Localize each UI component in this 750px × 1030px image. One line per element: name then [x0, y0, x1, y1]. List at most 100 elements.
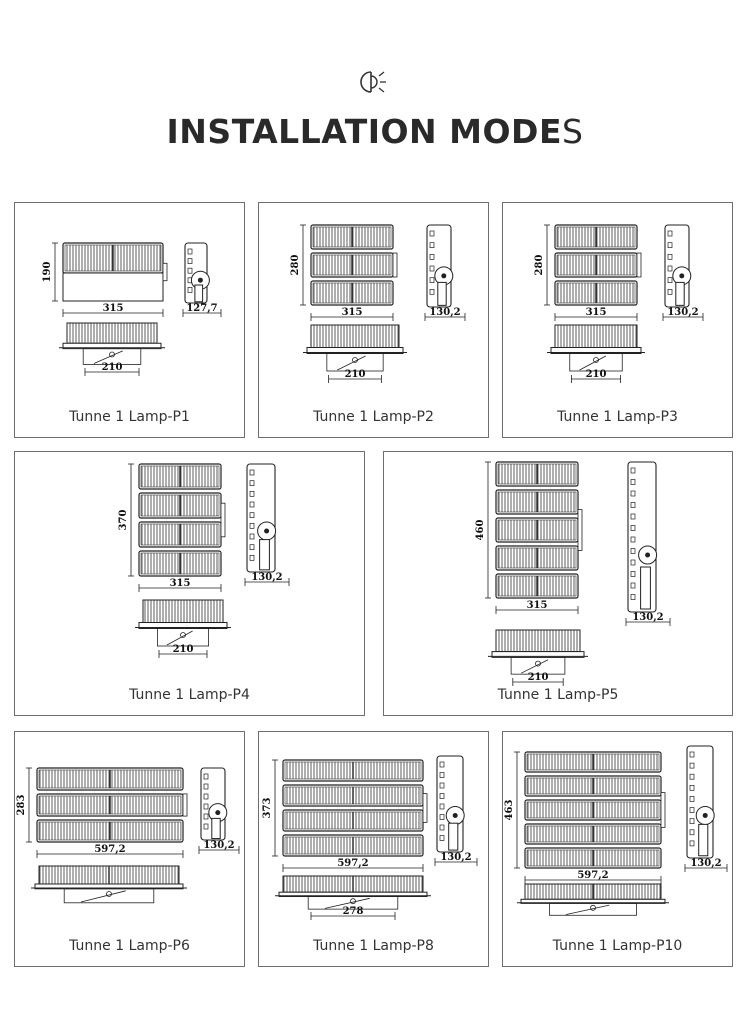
caption-p5: Tunne 1 Lamp-P5 — [497, 687, 619, 703]
bracket-slot — [249, 554, 255, 561]
dim-side: 127,7 — [186, 303, 217, 314]
bracket-slot — [689, 773, 695, 780]
bracket-slot — [630, 525, 636, 531]
bracket-slot — [439, 803, 445, 810]
bracket-slot — [667, 253, 673, 260]
bracket-slot — [667, 230, 673, 237]
bracket-bolt — [197, 277, 203, 283]
page-title: INSTALLATION MODES — [0, 112, 750, 151]
bottom-view-fins — [66, 322, 158, 344]
bracket-slot — [203, 803, 209, 810]
bottom-view-mount — [510, 656, 566, 675]
bracket-slot — [630, 594, 636, 600]
caption-p10: Tunne 1 Lamp-P10 — [552, 938, 683, 954]
bracket-slot — [630, 536, 636, 543]
bracket-bolt — [264, 528, 270, 534]
bracket-bolt — [215, 810, 221, 816]
bracket-foot — [640, 566, 651, 610]
bracket-slot — [439, 835, 445, 841]
front-side-bracket — [422, 793, 428, 823]
dim-side: 130,2 — [251, 572, 282, 583]
bottom-view-pivot — [590, 904, 596, 911]
caption-p8: Tunne 1 Lamp-P8 — [313, 938, 434, 954]
caption-p4: Tunne 1 Lamp-P4 — [129, 687, 250, 703]
bracket-foot — [437, 281, 447, 306]
dim-bottom: 210 — [586, 369, 607, 380]
bracket-slot — [429, 253, 435, 260]
dim-bottom: 210 — [173, 644, 194, 655]
bracket-foot — [211, 817, 221, 840]
bracket-slot — [429, 265, 435, 272]
bracket-slot — [689, 807, 695, 813]
bracket-slot — [249, 544, 255, 551]
bottom-view-arm — [565, 904, 610, 915]
bracket-slot — [630, 502, 636, 508]
bracket-slot — [689, 784, 695, 791]
bracket-slot — [429, 230, 435, 237]
bracket-foot — [698, 823, 709, 857]
dim-width: 597,2 — [577, 870, 608, 881]
bottom-view-mount — [307, 896, 399, 910]
dim-height: 460 — [475, 520, 486, 541]
bottom-view-mount — [82, 348, 142, 365]
dim-bottom: 210 — [528, 672, 549, 683]
bottom-view-mount — [549, 902, 637, 916]
bottom-view-arm — [579, 355, 607, 371]
bracket-bolt — [441, 273, 447, 279]
bracket-slot — [630, 467, 636, 474]
bracket-slot — [249, 469, 255, 476]
front-side-bracket — [182, 793, 188, 817]
bottom-view-pivot — [106, 891, 112, 897]
bottom-view-fins — [310, 324, 400, 348]
caption-p3: Tunne 1 Lamp-P3 — [557, 409, 678, 425]
dim-bottom: 210 — [102, 362, 123, 373]
front-side-bracket — [577, 509, 583, 551]
caption-p6: Tunne 1 Lamp-P6 — [69, 938, 190, 954]
bracket-slot — [187, 258, 193, 264]
bracket-slot — [689, 818, 695, 825]
bottom-view-pivot — [593, 357, 599, 363]
dim-height: 190 — [42, 262, 53, 283]
lamp-light-icon — [360, 71, 386, 93]
bracket-slot — [249, 490, 255, 497]
dim-side: 130,2 — [667, 307, 698, 318]
bracket-slot — [249, 480, 255, 487]
page-title-tail: S — [562, 112, 584, 151]
dim-width: 597,2 — [94, 844, 125, 855]
bracket-slot — [630, 513, 636, 520]
bracket-slot — [187, 248, 193, 255]
bracket-slot — [439, 814, 445, 820]
bracket-slot — [667, 277, 673, 284]
bottom-view-pivot — [352, 357, 358, 363]
bracket-bolt — [702, 812, 708, 818]
bracket-slot — [689, 840, 695, 847]
bracket-slot — [439, 782, 445, 789]
dim-side: 130,2 — [429, 307, 460, 318]
bracket-slot — [203, 823, 209, 830]
bracket-slot — [249, 501, 255, 508]
bottom-view-arm — [80, 890, 126, 903]
bracket-bolt — [645, 552, 651, 558]
bracket-slot — [439, 761, 445, 768]
bracket-slot — [689, 796, 695, 802]
dim-side: 130,2 — [440, 852, 471, 863]
dim-width: 315 — [170, 578, 191, 589]
dim-height: 283 — [16, 795, 27, 816]
bracket-slot — [249, 512, 255, 519]
bracket-slot — [203, 793, 209, 800]
bracket-slot — [689, 751, 695, 758]
caption-p1: Tunne 1 Lamp-P1 — [69, 409, 190, 425]
